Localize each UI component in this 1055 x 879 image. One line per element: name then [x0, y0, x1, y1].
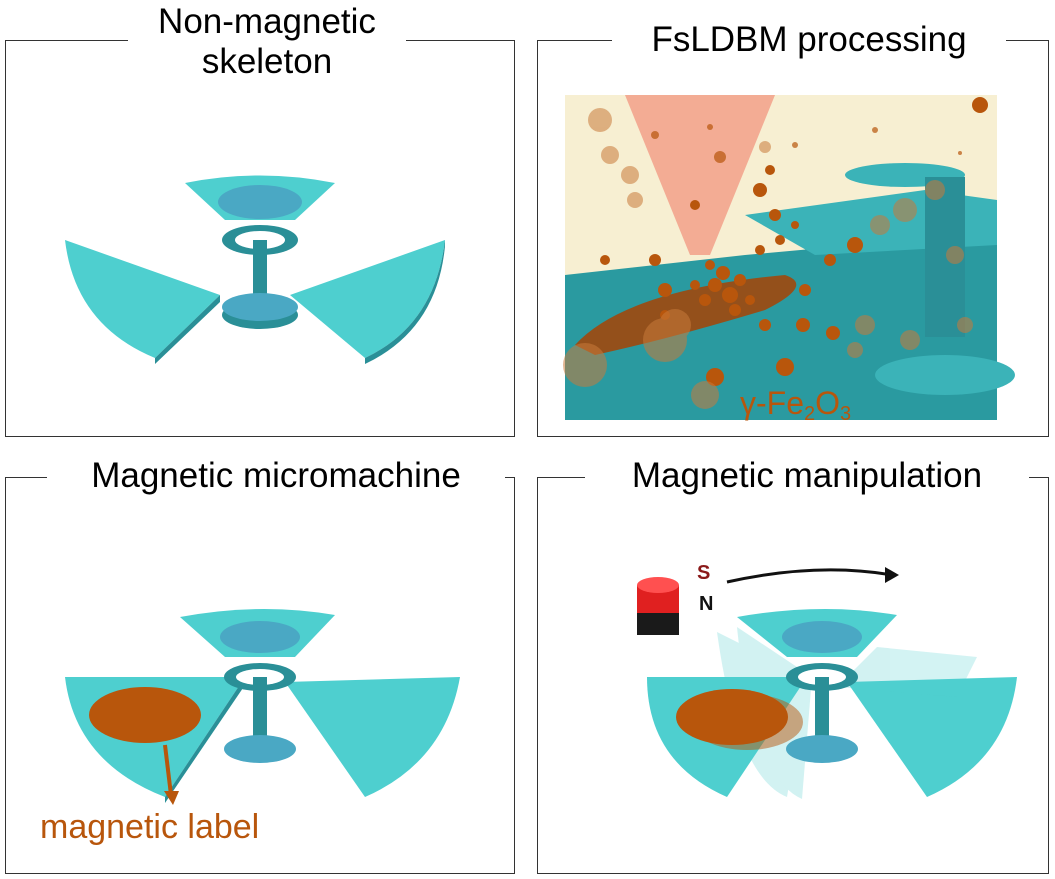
panel-1-title-line2: skeleton: [201, 42, 333, 81]
skeleton-rotor-illustration: [65, 175, 445, 364]
panel-1-title-line1: Non-magnetic: [158, 2, 376, 41]
panel-2-title: FsLDBM processing: [612, 20, 1006, 60]
micromachine-illustration: [65, 608, 460, 805]
manipulation-illustration: [637, 567, 1017, 799]
fsldbm-processing-illustration: [563, 95, 1015, 420]
material-label: γ-Fe2O3: [740, 385, 852, 425]
panel-3-title: Magnetic micromachine: [47, 456, 505, 496]
panel-1-title: Non-magnetic skeleton: [128, 2, 406, 82]
panel-4-title: Magnetic manipulation: [585, 456, 1029, 496]
magnet-north-label: N: [699, 593, 714, 615]
magnet-south-label: S: [697, 562, 711, 584]
magnetic-label-annotation: magnetic label: [40, 808, 260, 846]
